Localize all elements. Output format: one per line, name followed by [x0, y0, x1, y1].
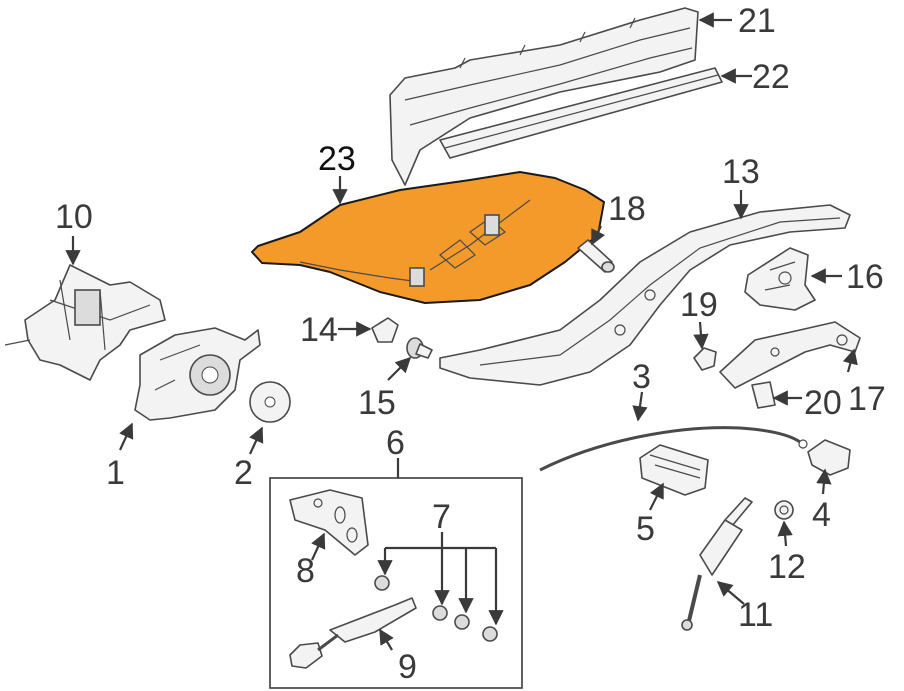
part-13-linkage-arm: [439, 204, 851, 386]
callout-18: 18: [608, 190, 646, 228]
callout-5: 5: [636, 510, 655, 548]
callout-16: 16: [846, 258, 884, 296]
part-7-fasteners: [374, 575, 498, 642]
callout-20: 20: [804, 384, 842, 422]
part-5-switch: [639, 444, 709, 496]
callout-7: 7: [432, 498, 451, 536]
callout-17: 17: [848, 380, 886, 418]
callout-15: 15: [358, 384, 396, 422]
callout-11: 11: [738, 596, 773, 634]
part-23-highlighted-panel: [251, 171, 605, 304]
callout-10: 10: [55, 198, 93, 236]
callout-4: 4: [812, 496, 831, 534]
part-19-nut: [693, 347, 717, 371]
part-14-clip: [371, 317, 399, 343]
callout-2: 2: [234, 454, 253, 492]
leader-lines: [65, 12, 858, 651]
part-17-arm: [719, 321, 861, 389]
callout-19: 19: [680, 286, 718, 324]
callout-1: 1: [106, 454, 125, 492]
part-4-connector: [807, 439, 851, 476]
part-9-release-lever: [329, 597, 417, 643]
callout-22: 22: [752, 58, 790, 96]
callout-3: 3: [632, 358, 651, 396]
callout-23: 23: [318, 140, 356, 178]
callout-14: 14: [300, 311, 338, 349]
part-8-plate: [289, 489, 369, 556]
part-20-clip: [751, 381, 776, 409]
part-16-hinge-bracket: [744, 247, 816, 311]
callout-13: 13: [722, 153, 760, 191]
part-15-bolt: [406, 337, 433, 359]
part-10-bracket: [4, 264, 166, 381]
callout-6: 6: [386, 424, 405, 462]
part-6-kit-box: [269, 477, 523, 689]
part-12-grommet: [774, 500, 794, 520]
part-11-gas-strut: [681, 497, 753, 631]
part-21-upper-rail: [389, 7, 699, 186]
callout-21: 21: [738, 2, 776, 40]
callout-labels: 21 22 23 10 18 13 16 19 17 20 14 15 1 2 …: [55, 2, 886, 686]
callout-12: 12: [768, 548, 806, 586]
part-3-cable: [539, 426, 808, 472]
part-2-washer: [249, 381, 291, 423]
part-18-plug: [577, 239, 615, 273]
callout-8: 8: [296, 552, 315, 590]
callout-9: 9: [398, 648, 417, 686]
part-1-latch-housing: [134, 327, 261, 421]
